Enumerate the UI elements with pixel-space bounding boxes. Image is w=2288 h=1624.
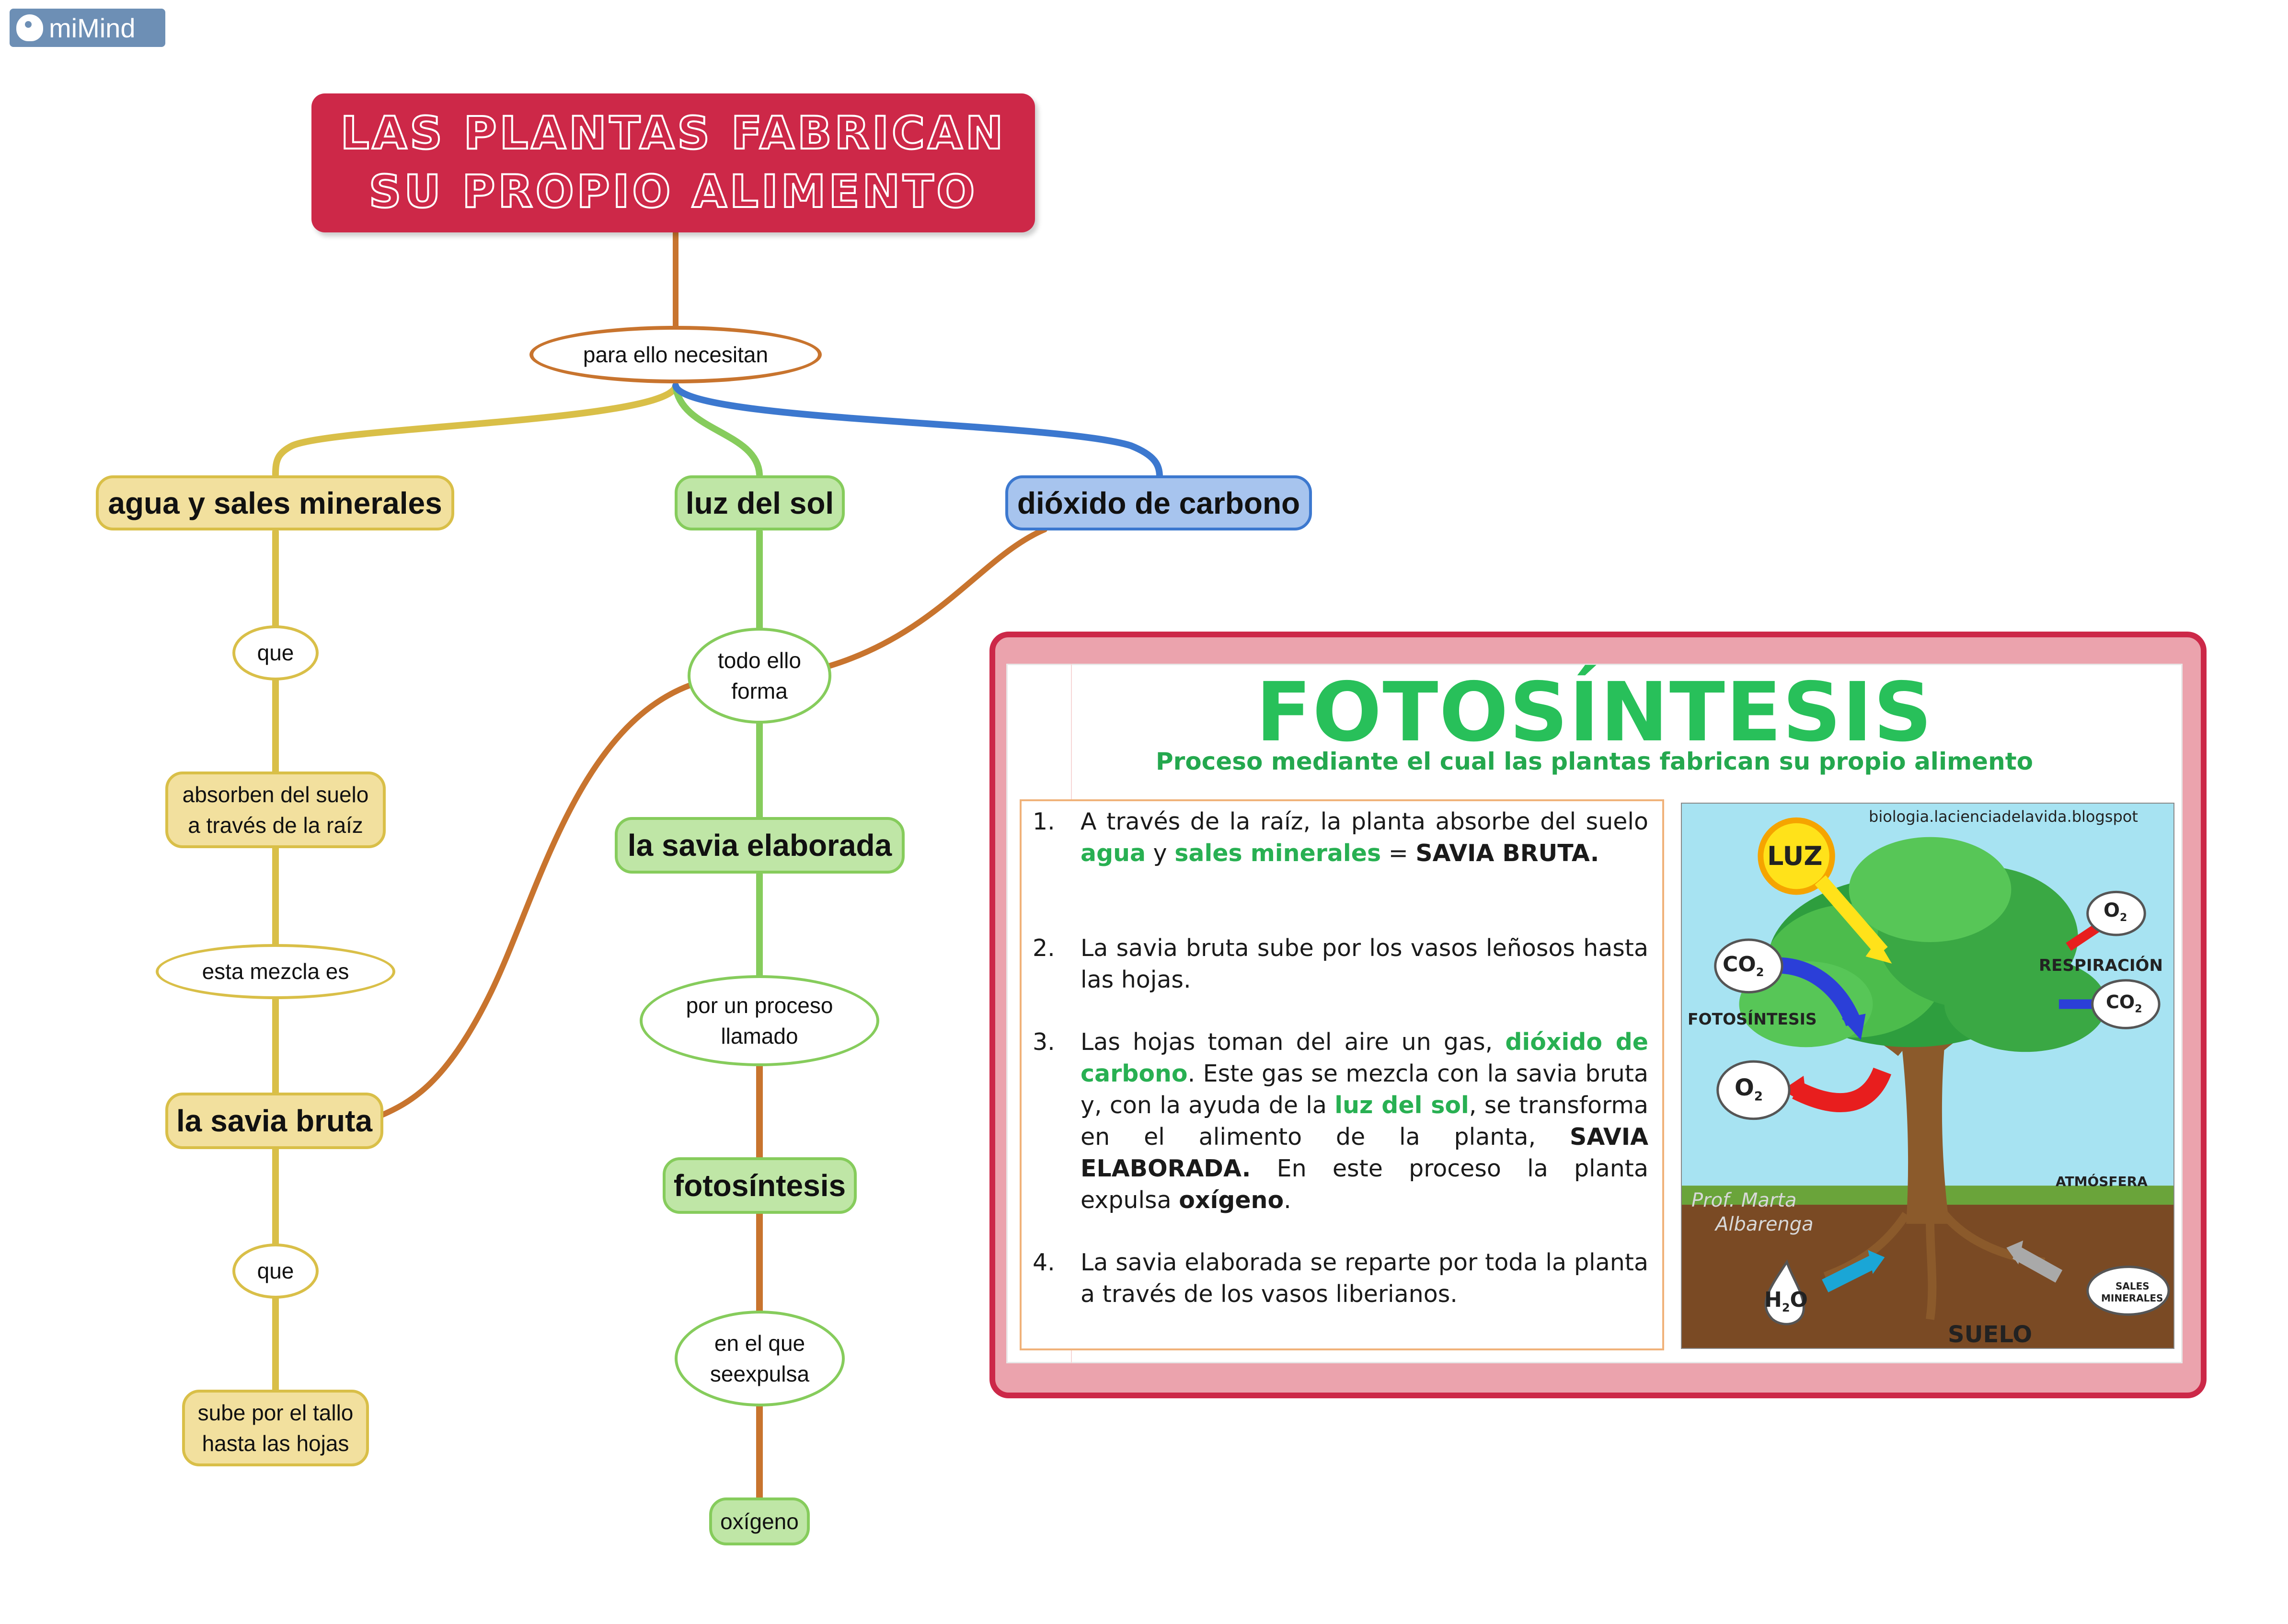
- step-1: 1. A través de la raíz, la planta absorb…: [1033, 808, 1648, 867]
- illus-atmosfera: ATMÓSFERA: [2056, 1174, 2148, 1189]
- illus-h2o: H2O: [1764, 1288, 1808, 1314]
- node-made-sap[interactable]: la savia elaborada: [615, 817, 905, 874]
- node-que-2[interactable]: que: [232, 1244, 319, 1299]
- illus-fotosintesis: FOTOSÍNTESIS: [1688, 1010, 1817, 1028]
- illus-o2-top: O2: [2104, 899, 2127, 924]
- link-co2-all: [826, 527, 1047, 669]
- central-topic[interactable]: LAS PLANTAS FABRICAN SU PROPIO ALIMENTO: [311, 93, 1035, 232]
- illus-signature-1: Prof. Marta: [1691, 1189, 1797, 1211]
- card-subtitle: Proceso mediante el cual las plantas fab…: [1156, 748, 2033, 775]
- illus-co2-left: CO2: [1723, 952, 1764, 979]
- step-3: 3. Las hojas toman del aire un gas, dióx…: [1033, 1028, 1648, 1214]
- link-need-water: [272, 382, 679, 478]
- illus-co2-right: CO2: [2106, 991, 2142, 1015]
- node-water[interactable]: agua y sales minerales: [96, 475, 454, 530]
- node-mix[interactable]: esta mezcla es: [156, 944, 395, 999]
- illus-sales-1: SALES: [2116, 1280, 2150, 1292]
- node-need[interactable]: para ello necesitan: [529, 326, 822, 383]
- illus-signature-2: Albarenga: [1715, 1213, 1814, 1235]
- central-topic-line2: SU PROPIO ALIMENTO: [368, 165, 978, 219]
- link-all-rawsap: [376, 682, 693, 1119]
- illus-luz: LUZ: [1767, 841, 1823, 871]
- node-oxygen[interactable]: oxígeno: [709, 1497, 810, 1545]
- node-expel[interactable]: en el que seexpulsa: [675, 1311, 845, 1406]
- mimind-logo-icon: [16, 14, 43, 41]
- node-process[interactable]: por un proceso llamado: [640, 975, 879, 1066]
- node-absorb[interactable]: absorben del suelo a través de la raíz: [165, 772, 386, 848]
- link-need-co2: [672, 382, 1163, 480]
- node-all-forms[interactable]: todo ello forma: [688, 628, 831, 724]
- node-co2[interactable]: dióxido de carbono: [1005, 475, 1312, 530]
- node-que-1[interactable]: que: [232, 625, 319, 680]
- step-4: 4. La savia elaborada se reparte por tod…: [1033, 1249, 1648, 1308]
- step-2: 2. La savia bruta sube por los vasos leñ…: [1033, 934, 1648, 993]
- node-rise[interactable]: sube por el tallo hasta las hojas: [182, 1390, 369, 1466]
- node-sun[interactable]: luz del sol: [675, 475, 845, 530]
- link-need-sun: [672, 382, 763, 478]
- illus-o2-left: O2: [1735, 1074, 1763, 1104]
- illus-sales-2: MINERALES: [2101, 1292, 2163, 1304]
- illus-source: biologia.lacienciadelavida.blogspot: [1869, 807, 2138, 826]
- mimind-badge: miMind: [10, 9, 165, 47]
- card-title: FOTOSÍNTESIS: [1255, 665, 1933, 760]
- node-photosynthesis[interactable]: fotosíntesis: [663, 1157, 857, 1214]
- tree-illustration: biologia.lacienciadelavida.blogspot LUZ …: [1681, 803, 2174, 1349]
- illus-respiracion: RESPIRACIÓN: [2039, 956, 2163, 975]
- central-topic-line1: LAS PLANTAS FABRICAN: [340, 106, 1006, 161]
- node-raw-sap[interactable]: la savia bruta: [165, 1093, 383, 1149]
- illus-suelo: SUELO: [1948, 1321, 2033, 1348]
- mimind-label: miMind: [49, 12, 136, 43]
- steps-box: [1020, 799, 1664, 1350]
